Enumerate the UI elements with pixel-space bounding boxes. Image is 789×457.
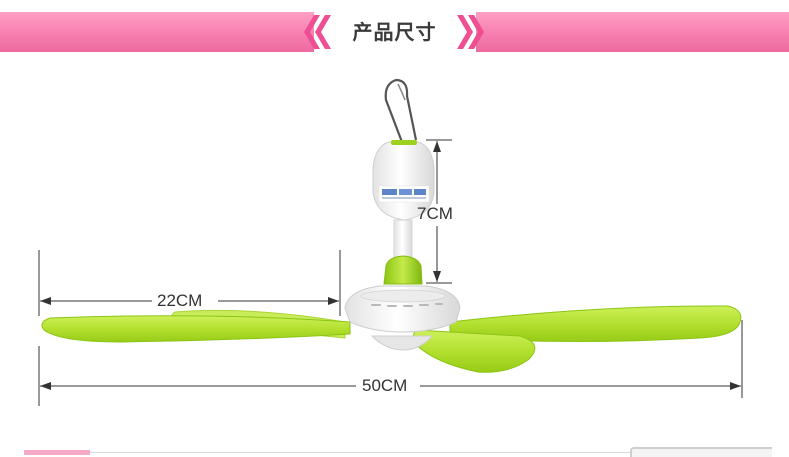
page-title: 产品尺寸 xyxy=(352,20,437,44)
banner-bar-left xyxy=(0,12,314,52)
fan-blades xyxy=(41,305,742,373)
dimension-span xyxy=(38,320,743,406)
green-collar xyxy=(383,255,423,285)
double-chevron-left-icon xyxy=(304,15,331,49)
banner-bar-right xyxy=(476,12,789,52)
motor-dome xyxy=(344,285,461,351)
footer-tab xyxy=(630,447,772,457)
dimension-height xyxy=(426,139,452,284)
motor-housing xyxy=(372,140,435,221)
footer-divider xyxy=(90,452,630,453)
height-dimension-label: 7CM xyxy=(417,204,453,223)
hanging-hook xyxy=(384,78,418,143)
double-chevron-right-icon xyxy=(457,15,484,49)
footer-accent xyxy=(24,450,90,455)
section-banner: 产品尺寸 xyxy=(0,12,789,52)
span-dimension-label: 50CM xyxy=(362,376,408,395)
dimension-blade xyxy=(38,250,341,316)
blade-dimension-label: 22CM xyxy=(157,291,203,310)
